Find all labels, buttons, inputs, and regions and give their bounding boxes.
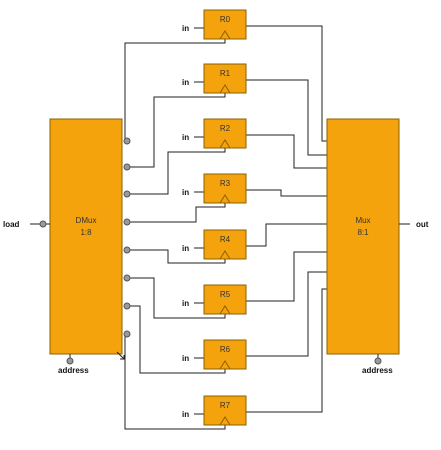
register-r4 [203,229,247,260]
dmux-block [49,118,123,355]
register-r0-clock-icon [219,30,231,40]
r0-to-mux-wire [246,25,327,142]
r2-to-mux-wire [246,134,327,169]
r7-in-label: in [182,410,189,419]
dmux-output-pins [123,137,131,338]
register-r7-clock-icon [219,416,231,426]
register-r4-clock-icon [219,250,231,260]
dmux-output-pin-1 [123,163,131,171]
mux-block [326,118,400,355]
dmux-to-r6-wire [127,305,226,374]
register-r7 [203,395,247,426]
load-label: load [3,220,20,229]
mux-ratio: 8:1 [357,228,369,237]
dmux-name: DMux [76,216,97,225]
register-r1-clock-icon [219,84,231,94]
register-r0 [203,9,247,40]
register-r4-name: R4 [220,235,231,244]
dmux-output-pin-0 [123,137,131,145]
out-label: out [416,220,429,229]
wires [124,25,327,430]
dmux-output-pin-3 [123,218,131,226]
r3-in-label: in [182,188,189,197]
load-pin [39,220,47,228]
register-r3-clock-icon [219,194,231,204]
dmux-to-r3-wire [127,203,226,223]
register-r2-clock-icon [219,139,231,149]
register-r2 [203,118,247,149]
dmux-corner-arrow [116,351,125,360]
r3-to-mux-wire [246,189,327,197]
r4-to-mux-wire [246,223,327,247]
r4-in-label: in [182,244,189,253]
mux-name: Mux [355,216,370,225]
r7-to-mux-wire [246,288,327,413]
dmux-output-pin-6 [123,302,131,310]
dmux-to-r2-wire [127,148,226,195]
dmux-to-r4-wire [127,249,226,264]
register-r3-name: R3 [220,179,231,188]
r5-to-mux-wire [246,251,327,302]
dmux-output-pin-7 [123,330,131,338]
r1-to-mux-wire [246,79,327,156]
dmux-output-pin-4 [123,246,131,254]
register-r5-name: R5 [220,290,231,299]
r6-in-label: in [182,354,189,363]
register-r5 [203,284,247,315]
register-r2-name: R2 [220,124,231,133]
register-r6-clock-icon [219,360,231,370]
dmux-output-pin-5 [123,274,131,282]
register-r7-name: R7 [220,401,231,410]
r0-in-label: in [182,24,189,33]
register-r5-clock-icon [219,305,231,315]
register-r3 [203,173,247,204]
register-r0-name: R0 [220,15,231,24]
register-r6-name: R6 [220,345,231,354]
dmux-output-pin-2 [123,190,131,198]
register-r6 [203,339,247,370]
dmux-address-label: address [58,366,89,375]
dmux-address-pin [66,357,74,365]
dmux-to-r5-wire [127,277,226,319]
dmux-to-r1-wire [127,93,226,168]
dmux-ratio: 1:8 [80,228,92,237]
r2-in-label: in [182,133,189,142]
r6-to-mux-wire [246,271,327,357]
mux-address-label: address [362,366,393,375]
r1-in-label: in [182,78,189,87]
register-r1 [203,63,247,94]
mux-address-pin [374,357,382,365]
r5-in-label: in [182,299,189,308]
register-r1-name: R1 [220,69,231,78]
